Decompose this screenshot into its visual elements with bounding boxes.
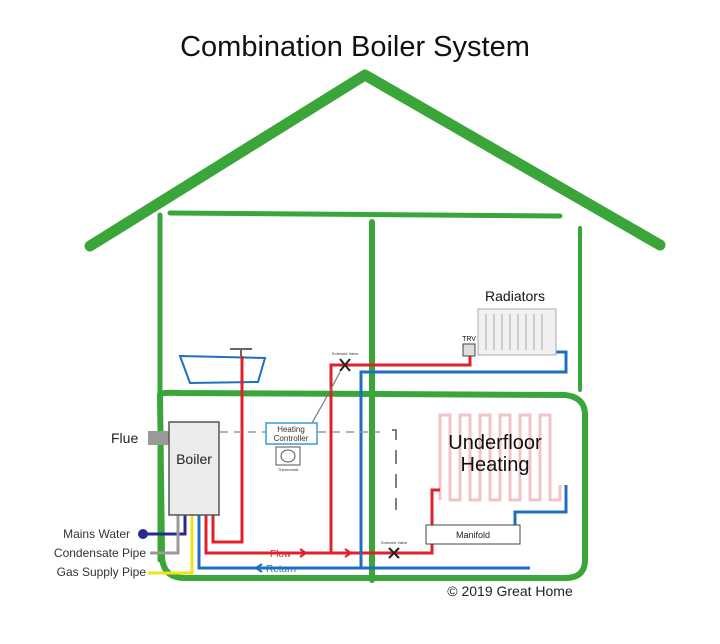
bath [178, 348, 267, 385]
ceiling-line [167, 210, 563, 219]
radiator: Radiators TRV [462, 288, 557, 357]
heating-controller-box [265, 422, 318, 445]
bath-icon [178, 354, 267, 385]
flow-arrows: Flow Return [254, 548, 353, 575]
boiler-label: Boiler [176, 451, 212, 467]
underfloor-label: Heating [461, 454, 530, 476]
valve-label: Solenoid Valve [381, 540, 408, 545]
heating-controller: Heating Controller Thermostat [265, 422, 318, 472]
flue-label: Flue [111, 430, 138, 446]
gas-supply-pipe [148, 515, 194, 575]
hot-water-pipe [211, 356, 244, 544]
thermostat-icon [275, 446, 301, 466]
flow-label: Flow [270, 549, 292, 560]
underfloor-flow-pipe [430, 488, 440, 525]
gas-supply-pipe-label: Gas Supply Pipe [57, 565, 147, 579]
underfloor-heating: Underfloor Heating Manifold [425, 413, 562, 545]
mains-water-pipe [146, 515, 187, 536]
mains-water-label: Mains Water [63, 527, 130, 541]
return-label: Return [266, 564, 296, 575]
underfloor-control-wire [392, 429, 397, 510]
house-outline [84, 69, 666, 583]
ground-floor [157, 389, 588, 581]
underfloor-pipe-coil [438, 413, 562, 502]
valve-icon [388, 547, 400, 559]
pipes [138, 350, 568, 575]
flue-icon [148, 431, 169, 445]
radiators-label: Radiators [485, 288, 545, 304]
thermostat-label: Thermostat [278, 467, 299, 472]
diagram-title: Combination Boiler System [180, 31, 530, 63]
flow-pipe [204, 515, 434, 555]
heating-controller-label: Heating [277, 425, 305, 434]
trv-label: TRV [462, 336, 476, 343]
trv-icon [462, 343, 476, 357]
solenoid-valve-top: Solenoid Valve [332, 351, 359, 372]
condensate-pipe [150, 515, 180, 555]
valve-icon [339, 358, 351, 372]
underfloor-return-pipe [513, 485, 568, 525]
manifold-box [425, 524, 521, 545]
flow-arrow-icon [299, 548, 353, 558]
radiator-flow-pipe [329, 355, 472, 553]
boiler: Flue Boiler [111, 421, 220, 516]
return-arrow-icon [254, 563, 263, 573]
return-pipe [197, 515, 530, 570]
pipe-legend: Mains Water Condensate Pipe Gas Supply P… [54, 527, 146, 579]
mains-water-inlet [138, 529, 148, 539]
tap-icon [230, 348, 252, 356]
radiator-return-pipe [359, 350, 568, 568]
thermostat-dial [280, 449, 296, 463]
copyright: © 2019 Great Home [447, 583, 573, 599]
boiler-icon [168, 421, 220, 516]
roof [84, 69, 666, 252]
valve-label: Solenoid Valve [332, 351, 359, 356]
manifold-label: Manifold [456, 530, 490, 540]
valve-wire [311, 371, 341, 424]
solenoid-valve-bottom: Solenoid Valve [381, 540, 408, 559]
condensate-pipe-label: Condensate Pipe [54, 546, 146, 560]
radiator-fins [485, 314, 543, 350]
underfloor-label: Underfloor [448, 432, 542, 454]
heating-controller-label: Controller [274, 434, 309, 443]
